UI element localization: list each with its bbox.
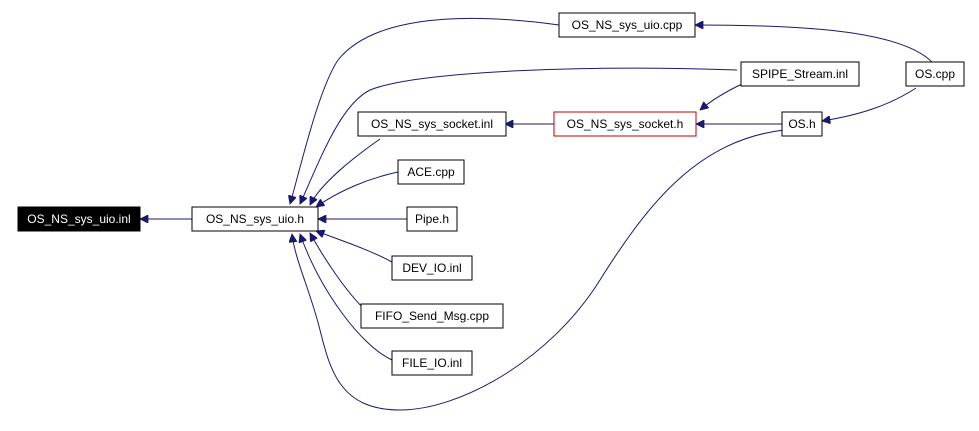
node-fifo-send-msg-cpp[interactable]: FIFO_Send_Msg.cpp [360,303,504,329]
node-spipe-stream-inl[interactable]: SPIPE_Stream.inl [740,61,860,87]
node-label: OS_NS_sys_socket.inl [371,117,493,131]
node-dev-io-inl[interactable]: DEV_IO.inl [391,255,473,281]
node-label: OS_NS_sys_uio.inl [27,212,130,226]
edge-uio-cpp-to-uio-h [290,17,560,204]
node-file-io-inl[interactable]: FILE_IO.inl [391,350,473,376]
node-label: OS.h [788,117,815,131]
node-label: SPIPE_Stream.inl [752,67,848,81]
node-os-ns-sys-uio-inl[interactable]: OS_NS_sys_uio.inl [17,206,141,232]
node-label: ACE.cpp [407,165,455,179]
node-label: OS_NS_sys_uio.cpp [572,18,683,32]
edges [140,17,933,411]
node-os-ns-sys-socket-h[interactable]: OS_NS_sys_socket.h [553,111,697,137]
node-label: OS_NS_sys_socket.h [567,117,684,131]
node-os-cpp[interactable]: OS.cpp [905,61,965,87]
edge-spipe-to-uio-h [300,67,738,204]
node-os-ns-sys-uio-cpp[interactable]: OS_NS_sys_uio.cpp [558,12,696,38]
node-pipe-h[interactable]: Pipe.h [406,206,458,232]
node-label: Pipe.h [415,212,449,226]
node-os-ns-sys-uio-h[interactable]: OS_NS_sys_uio.h [191,206,319,232]
node-label: FIFO_Send_Msg.cpp [375,309,489,323]
node-label: OS.cpp [915,67,955,81]
edge-os-cpp-to-uio-cpp [695,25,933,63]
edge-dev-io-to-uio-h [316,231,393,263]
edge-file-io-to-uio-h [300,234,393,361]
edge-spipe-to-socket-h [700,83,743,110]
node-label: OS_NS_sys_uio.h [206,212,304,226]
edge-fifo-to-uio-h [309,233,366,311]
edge-socket-inl-to-uio-h [309,138,381,205]
node-os-h[interactable]: OS.h [781,111,823,137]
edge-os-h-to-uio-h [292,129,785,411]
node-ace-cpp[interactable]: ACE.cpp [397,159,465,185]
node-label: DEV_IO.inl [402,261,461,275]
edge-os-cpp-to-os-h [822,87,917,121]
node-os-ns-sys-socket-inl[interactable]: OS_NS_sys_socket.inl [357,111,507,137]
edge-ace-cpp-to-uio-h [316,171,399,207]
node-label: FILE_IO.inl [402,356,462,370]
